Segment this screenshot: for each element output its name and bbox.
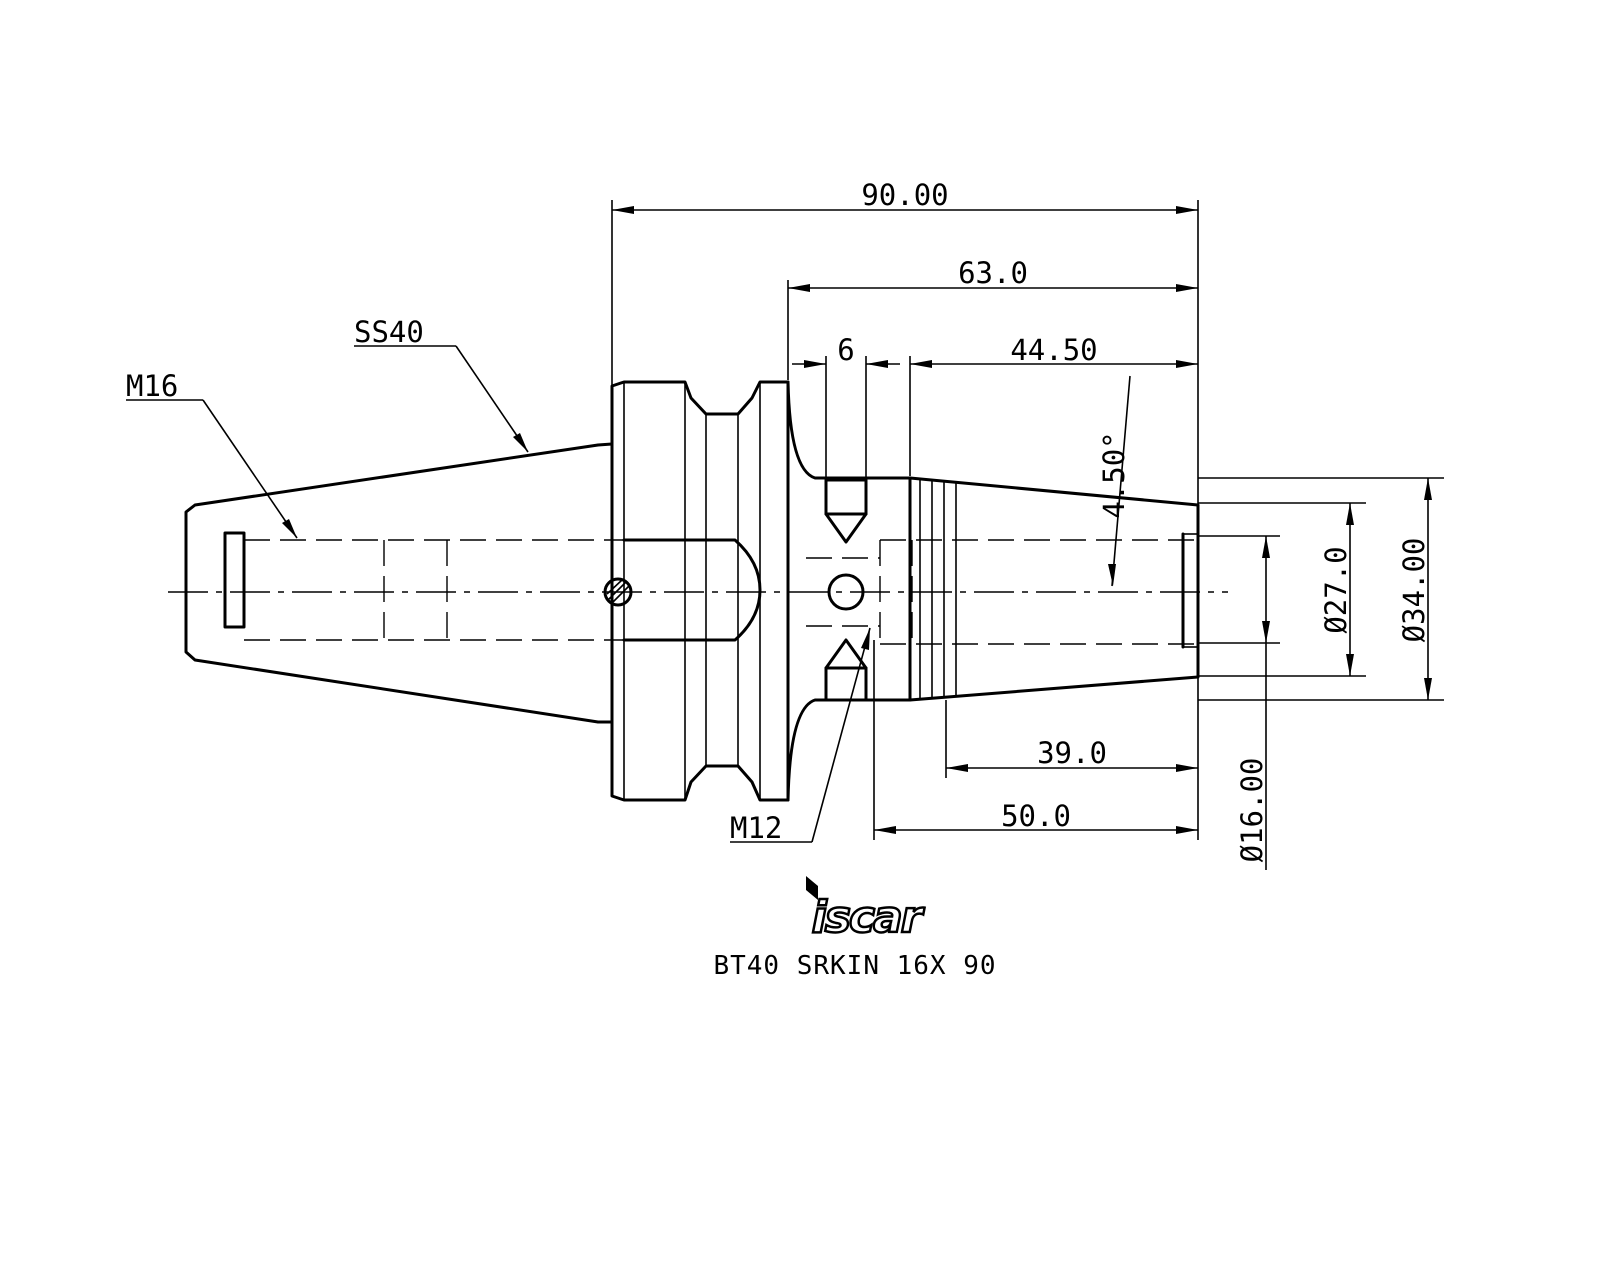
dim-length-63: 63.0 (958, 256, 1028, 290)
dim-overall-length: 90.00 (861, 178, 948, 212)
dim-length-44: 44.50 (1010, 333, 1097, 367)
logo-text: iscar (812, 892, 925, 943)
logo-accent-mark (806, 876, 818, 900)
dim-dia-34: Ø34.00 (1397, 538, 1431, 643)
dim-width-6: 6 (837, 333, 854, 367)
callout-ss40: SS40 (354, 315, 424, 349)
pull-stud-insert (223, 531, 246, 629)
flange-bore (622, 538, 762, 642)
callout-labels: M16 SS40 M12 (126, 315, 782, 845)
callout-m16: M16 (126, 369, 178, 403)
dim-dia-16: Ø16.00 (1235, 758, 1269, 863)
flange (610, 380, 790, 802)
dim-length-50: 50.0 (1001, 799, 1071, 833)
dim-taper-angle: 4.50° (1097, 431, 1131, 518)
dimension-labels: 90.00 63.0 6 44.50 4.50° Ø27.0 Ø34.00 Ø1… (837, 178, 1431, 862)
dim-length-39: 39.0 (1037, 736, 1107, 770)
neck-and-body (786, 380, 1200, 802)
m12-screw (806, 478, 880, 702)
iscar-logo: iscar (806, 876, 928, 944)
dimension-lines (126, 200, 1444, 870)
part-title: BT40 SRKIN 16X 90 (713, 951, 996, 981)
dim-dia-27: Ø27.0 (1319, 546, 1353, 633)
callout-m12: M12 (730, 811, 782, 845)
taper-shank (184, 442, 614, 724)
